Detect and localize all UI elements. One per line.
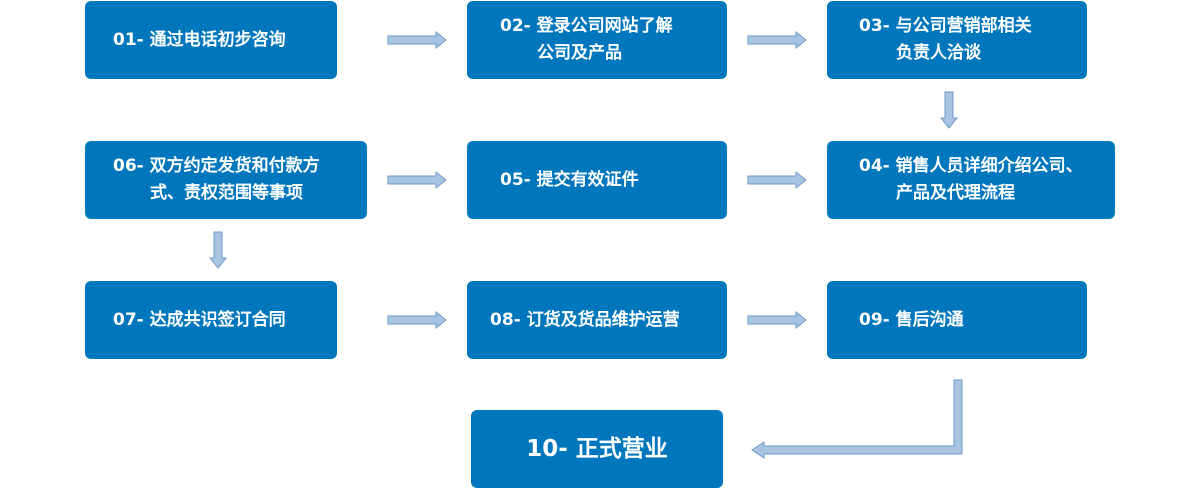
step-06-text: 06- 双方约定发货和付款方 式、责权范围等事项 bbox=[113, 156, 320, 203]
arrow-elbow-left-icon bbox=[751, 379, 963, 459]
step-10-text: 10- 正式营业 bbox=[526, 435, 668, 462]
step-05-box: 05- 提交有效证件 bbox=[467, 141, 727, 219]
step-06-box: 06- 双方约定发货和付款方 式、责权范围等事项 bbox=[85, 141, 367, 219]
step-05-text: 05- 提交有效证件 bbox=[500, 169, 639, 190]
step-03-box: 03- 与公司营销部相关 负责人洽谈 bbox=[827, 1, 1087, 79]
step-01-box: 01- 通过电话初步咨询 bbox=[85, 1, 337, 79]
step-02-text: 02- 登录公司网站了解 公司及产品 bbox=[500, 16, 673, 63]
step-04-box: 04- 销售人员详细介绍公司、 产品及代理流程 bbox=[827, 141, 1115, 219]
step-02-box: 02- 登录公司网站了解 公司及产品 bbox=[467, 1, 727, 79]
arrow-right-icon bbox=[387, 310, 447, 330]
arrow-down-icon bbox=[939, 91, 959, 129]
arrow-right-icon bbox=[387, 170, 447, 190]
step-03-text: 03- 与公司营销部相关 负责人洽谈 bbox=[859, 16, 1032, 63]
arrow-right-icon bbox=[747, 30, 807, 50]
step-09-box: 09- 售后沟通 bbox=[827, 281, 1087, 359]
step-10-box: 10- 正式营业 bbox=[471, 410, 723, 488]
step-07-box: 07- 达成共识签订合同 bbox=[85, 281, 337, 359]
arrow-down-icon bbox=[208, 231, 228, 269]
step-09-text: 09- 售后沟通 bbox=[859, 309, 964, 330]
arrow-right-icon bbox=[747, 170, 807, 190]
step-07-text: 07- 达成共识签订合同 bbox=[113, 309, 286, 330]
step-01-text: 01- 通过电话初步咨询 bbox=[113, 29, 286, 50]
step-04-text: 04- 销售人员详细介绍公司、 产品及代理流程 bbox=[859, 156, 1083, 203]
arrow-right-icon bbox=[747, 310, 807, 330]
arrow-right-icon bbox=[387, 30, 447, 50]
step-08-text: 08- 订货及货品维护运营 bbox=[490, 309, 680, 330]
step-08-box: 08- 订货及货品维护运营 bbox=[467, 281, 727, 359]
